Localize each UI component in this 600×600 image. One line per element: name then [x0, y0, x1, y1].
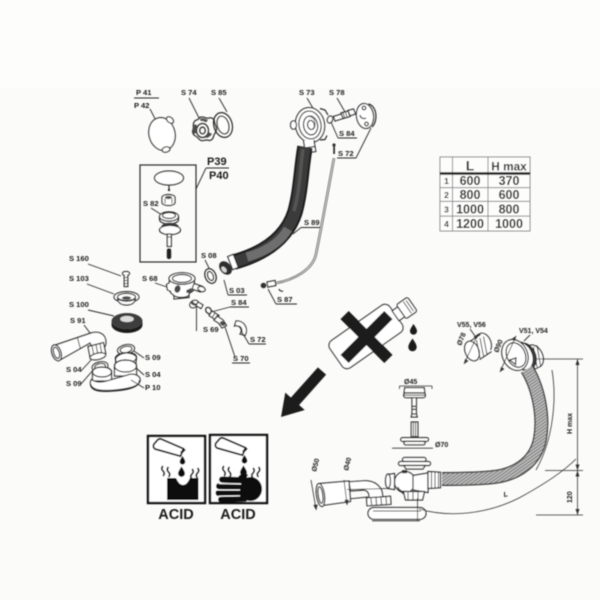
svg-text:ACID: ACID	[220, 507, 255, 523]
svg-text:Ø78: Ø78	[456, 332, 467, 347]
svg-text:800: 800	[499, 203, 520, 217]
svg-text:S 04: S 04	[66, 365, 82, 374]
svg-text:120: 120	[567, 491, 574, 503]
svg-text:S 09: S 09	[66, 379, 82, 388]
svg-text:V55, V56: V55, V56	[457, 322, 486, 329]
svg-text:S 74: S 74	[181, 88, 197, 97]
svg-text:ACID: ACID	[158, 507, 193, 523]
svg-text:1200: 1200	[456, 217, 484, 231]
svg-text:S 84: S 84	[231, 298, 247, 307]
svg-text:Ø50: Ø50	[311, 458, 321, 473]
svg-text:S 100: S 100	[69, 300, 89, 309]
svg-text:V51, V54: V51, V54	[519, 328, 548, 335]
svg-text:S 73: S 73	[299, 88, 315, 97]
svg-text:1000: 1000	[456, 203, 484, 217]
svg-text:P 41: P 41	[136, 88, 152, 97]
svg-text:H max: H max	[491, 160, 527, 174]
svg-text:Ø40: Ø40	[343, 457, 353, 472]
svg-text:S 84: S 84	[339, 129, 355, 138]
svg-text:S 72: S 72	[250, 335, 266, 344]
svg-text:S 89: S 89	[304, 218, 320, 227]
svg-text:S 160: S 160	[69, 254, 89, 263]
svg-text:P39: P39	[207, 156, 227, 168]
svg-text:370: 370	[499, 174, 520, 188]
svg-text:H max: H max	[567, 413, 574, 434]
svg-text:P40: P40	[209, 170, 229, 182]
svg-text:Ø45: Ø45	[404, 379, 417, 386]
svg-text:P 10: P 10	[145, 383, 160, 392]
svg-text:600: 600	[460, 174, 481, 188]
svg-text:3: 3	[444, 205, 449, 215]
svg-text:S 85: S 85	[211, 88, 227, 97]
svg-text:Ø70: Ø70	[435, 442, 448, 449]
svg-text:L: L	[503, 491, 509, 499]
svg-text:1: 1	[444, 176, 449, 186]
svg-text:1000: 1000	[495, 217, 523, 231]
svg-text:P 42: P 42	[134, 101, 149, 110]
svg-text:S 82: S 82	[143, 199, 159, 208]
svg-text:600: 600	[499, 188, 520, 202]
svg-text:S 78: S 78	[329, 88, 345, 97]
svg-text:S 87: S 87	[277, 295, 293, 304]
svg-text:S 103: S 103	[69, 274, 89, 283]
svg-text:S 09: S 09	[145, 353, 161, 362]
svg-text:S 03: S 03	[229, 286, 245, 295]
svg-text:Ø90: Ø90	[493, 339, 504, 354]
svg-text:S 70: S 70	[233, 354, 249, 363]
svg-text:S 69: S 69	[203, 325, 219, 334]
svg-text:S 68: S 68	[142, 274, 158, 283]
svg-text:4: 4	[444, 219, 449, 229]
svg-text:L: L	[466, 159, 474, 174]
svg-text:2: 2	[444, 190, 449, 200]
svg-text:S 91: S 91	[70, 316, 86, 325]
svg-text:S 08: S 08	[201, 251, 217, 260]
svg-text:800: 800	[460, 188, 481, 202]
svg-text:S 72: S 72	[338, 149, 354, 158]
svg-text:S 04: S 04	[145, 370, 161, 379]
